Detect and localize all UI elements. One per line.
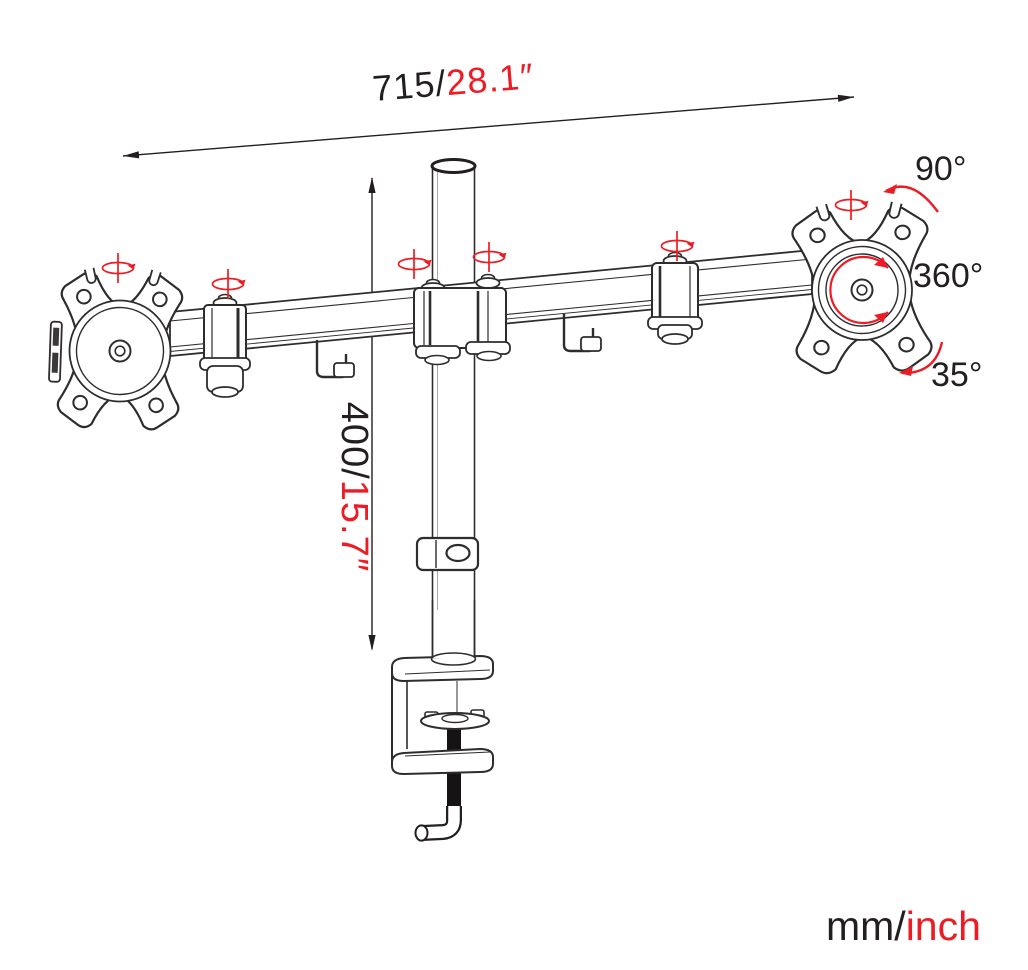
- rotation-axis-icon: [834, 189, 870, 221]
- rotation-annotations: [101, 184, 944, 376]
- quick-release-bracket: [48, 320, 63, 383]
- tilt-angle-label: 35°: [931, 356, 983, 394]
- height-arrowhead-bottom: [368, 635, 376, 651]
- height-dimension-label: 400/15.7″: [331, 382, 375, 592]
- rotation-axis-icon: [397, 248, 433, 280]
- width-mm-value: 715/: [370, 62, 448, 109]
- width-arrowhead-right: [837, 94, 854, 102]
- width-arrowhead-left: [123, 151, 140, 159]
- clamp-handle: [414, 806, 462, 842]
- unit-mm: mm/: [826, 903, 906, 949]
- unit-legend: mm/inch: [826, 903, 981, 949]
- width-inch-value: 28.1″: [444, 55, 536, 104]
- unit-inch: inch: [905, 903, 981, 949]
- pole-top-cap: [430, 158, 477, 174]
- notch-icon: [815, 203, 831, 222]
- notch-icon: [83, 267, 97, 284]
- width-dimension-line: [122, 96, 855, 157]
- pole-collar-ring: [415, 536, 480, 572]
- center-pole: [430, 158, 477, 661]
- cable-clip: [562, 314, 602, 353]
- curved-arrow-icon: [883, 184, 939, 213]
- curved-arrow-icon: [899, 341, 944, 376]
- rotation-axis-icon: [101, 252, 137, 284]
- clamp-pad: [420, 709, 490, 730]
- left-hinge-joint: [199, 293, 251, 398]
- notch-icon: [148, 269, 162, 287]
- height-mm-value: 400/: [333, 401, 375, 480]
- circular-arrow-icon: [829, 255, 889, 325]
- swivel-angle-label: 90°: [915, 150, 967, 188]
- rotation-angle-label: 360°: [913, 257, 984, 295]
- height-arrowhead-top: [368, 177, 376, 193]
- vesa-plate-left: [48, 267, 185, 432]
- rotation-axis-icon: [472, 241, 508, 273]
- center-pole-clamp: [413, 273, 511, 366]
- desk-clamp: [391, 600, 494, 842]
- right-hinge-joint: [647, 251, 703, 345]
- notch-icon: [888, 201, 903, 219]
- vesa-plate-right: [790, 201, 934, 376]
- cable-clip: [315, 340, 355, 379]
- height-inch-value: 15.7″: [333, 479, 375, 573]
